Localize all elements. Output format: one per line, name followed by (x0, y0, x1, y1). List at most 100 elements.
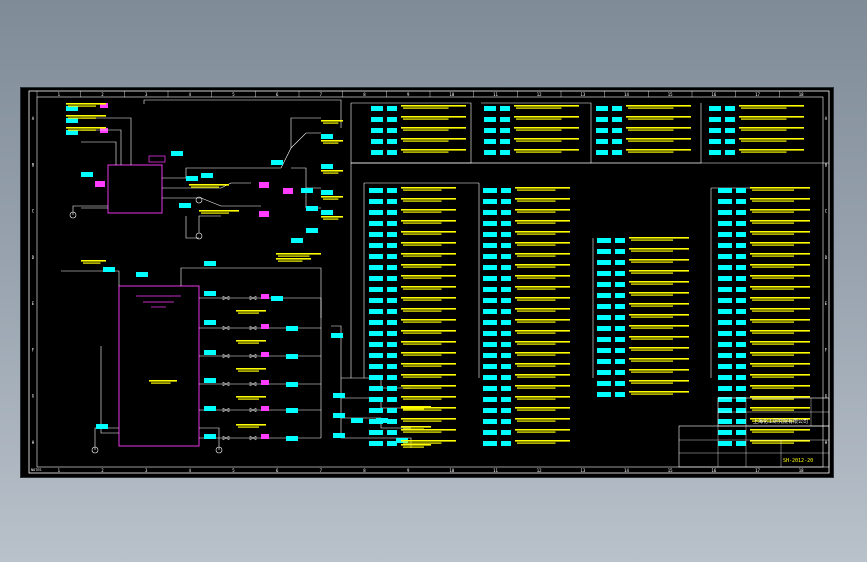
equipment-tag-box (81, 172, 93, 177)
valve-symbol (222, 353, 230, 359)
equipment-tag-box (709, 150, 721, 155)
instrument-label-stroke (739, 116, 804, 118)
equipment-tag-box (484, 139, 496, 144)
valve-symbol (249, 353, 257, 359)
instrument-label-stroke (323, 198, 339, 200)
equipment-tag-box (483, 331, 497, 336)
instrument-label-stroke (629, 314, 689, 316)
instrument-label-stroke (750, 286, 810, 288)
frame-column-number: 3 (145, 92, 148, 97)
instrument-label-stroke (401, 426, 431, 428)
frame-row-letter: H (825, 440, 828, 445)
instrument-label-stroke (752, 343, 794, 345)
equipment-tag-box (718, 320, 732, 325)
equipment-tag-box (204, 350, 216, 355)
instrument-label-stroke (750, 308, 810, 310)
instrument-label-stroke (403, 255, 442, 257)
equipment-tag-box (483, 408, 497, 413)
equipment-tag-box (484, 106, 496, 111)
instrument-label-stroke (750, 418, 810, 420)
equipment-tag-box (615, 315, 625, 320)
equipment-tag-box (725, 128, 735, 133)
equipment-tag-box (483, 386, 497, 391)
equipment-tag-box (96, 424, 108, 429)
instrument-label-stroke (515, 297, 570, 299)
equipment-tag-box (615, 238, 625, 243)
frame-column-number: 8 (363, 92, 366, 97)
equipment-tag-box (369, 232, 383, 237)
instrument-label-stroke (323, 122, 339, 124)
equipment-tag-box (501, 353, 511, 358)
equipment-tag-box (387, 139, 397, 144)
frame-row-letter: F (32, 347, 35, 352)
instrument-label-stroke (628, 151, 674, 153)
instrument-label-stroke (403, 233, 442, 235)
instrument-label-stroke (517, 442, 556, 444)
instrument-label-stroke (629, 259, 689, 261)
instrument-label-stroke (629, 281, 689, 283)
instrument-label-stroke (517, 420, 556, 422)
instrument-label-stroke (626, 149, 691, 151)
equipment-tag-box (615, 271, 625, 276)
instrument-label-stroke (236, 340, 266, 342)
instrument-label-stroke (276, 253, 321, 255)
instrument-label-stroke (401, 396, 456, 398)
equipment-tag-box (387, 188, 397, 193)
frame-row-letter: D (825, 255, 828, 260)
equipment-tag-box (501, 232, 511, 237)
equipment-tag-box (736, 386, 746, 391)
equipment-tag-box (500, 139, 510, 144)
frame-column-number: 11 (493, 92, 498, 97)
instrument-label-stroke (739, 149, 804, 151)
frame-column-number: 12 (537, 468, 542, 473)
equipment-tag-box (369, 265, 383, 270)
equipment-tag-box (718, 221, 732, 226)
equipment-tag-box (709, 139, 721, 144)
equipment-tag-box (387, 342, 397, 347)
equipment-tag-box (718, 430, 732, 435)
equipment-tag-box (369, 210, 383, 215)
instrument-label-stroke (401, 352, 456, 354)
instrument-label-stroke (238, 370, 259, 372)
equipment-tag-box (500, 128, 510, 133)
instrument-label-stroke (517, 244, 556, 246)
equipment-tag-box (321, 210, 333, 215)
instrument-label-stroke (752, 321, 794, 323)
instrument-label-stroke (752, 365, 794, 367)
instrument-label-stroke (741, 151, 787, 153)
equipment-tag-box (286, 326, 298, 331)
instrument-label-stroke (750, 264, 810, 266)
equipment-tag-box (271, 296, 283, 301)
instrument-label-stroke (515, 341, 570, 343)
equipment-tag-box (387, 375, 397, 380)
instrument-label-stroke (401, 330, 456, 332)
frame-column-number: 17 (755, 92, 760, 97)
frame-column-number: 2 (101, 468, 104, 473)
equipment-tag-box (596, 117, 608, 122)
equipment-tag-box (597, 381, 611, 386)
instrument-label-stroke (628, 107, 674, 109)
equipment-tag-box (725, 117, 735, 122)
equipment-tag-box (484, 150, 496, 155)
instrument-label-stroke (403, 321, 442, 323)
equipment-tag-box (369, 287, 383, 292)
equipment-tag-box (501, 386, 511, 391)
instrument-label-stroke (515, 429, 570, 431)
frame-row-letter: G (32, 394, 35, 399)
instrument-label-stroke (517, 343, 556, 345)
equipment-tag-box (596, 139, 608, 144)
equipment-tag-box (371, 117, 383, 122)
instrument-label-stroke (629, 248, 689, 250)
equipment-tag-box (387, 386, 397, 391)
instrument-label-stroke (515, 363, 570, 365)
equipment-tag-box (736, 397, 746, 402)
instrument-label-stroke (321, 120, 343, 122)
frame-row-letter: B (825, 162, 828, 167)
instrument-label-stroke (238, 426, 259, 428)
instrument-label-stroke (517, 255, 556, 257)
equipment-tag-box (204, 261, 216, 266)
frame-row-letter: B (32, 162, 35, 167)
equipment-tag-box (718, 441, 732, 446)
equipment-tag-box (501, 364, 511, 369)
